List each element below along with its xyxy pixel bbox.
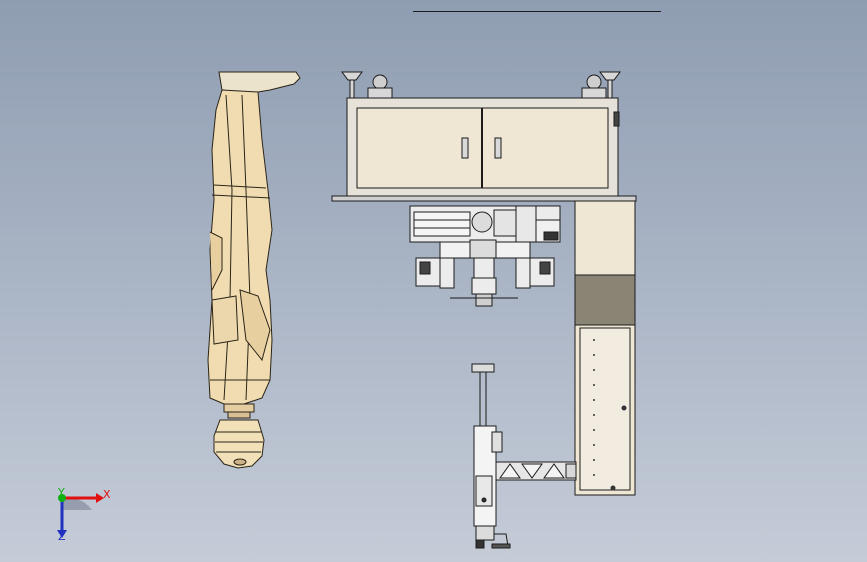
cabinet[interactable] <box>331 71 637 202</box>
y-axis-label: Y <box>58 486 65 499</box>
vertical-slide[interactable] <box>471 363 511 549</box>
x-axis-label: X <box>103 488 111 501</box>
caster-left <box>341 71 393 99</box>
y-axis-dot <box>58 494 66 502</box>
truss-arm[interactable] <box>495 461 577 481</box>
z-arrowhead <box>57 530 67 538</box>
orientation-triad <box>57 493 104 538</box>
caster-right <box>581 71 621 99</box>
title-underline <box>413 11 661 12</box>
feeder-mechanism[interactable] <box>409 205 561 307</box>
z-axis-label: Z <box>58 530 66 543</box>
x-arrowhead <box>96 493 104 503</box>
triad-plane-shadow <box>62 497 92 510</box>
vertical-column[interactable] <box>574 200 636 496</box>
robot-arm[interactable] <box>207 71 301 469</box>
